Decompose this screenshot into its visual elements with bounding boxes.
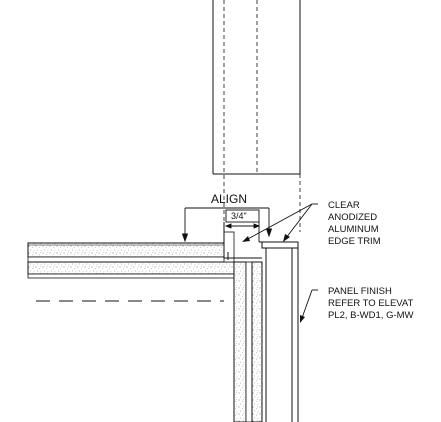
align-label: ALIGN — [211, 192, 247, 206]
panel-finish-leader — [300, 289, 318, 323]
align-dimension — [181, 207, 273, 243]
upper-column — [212, 0, 301, 232]
panel-finish-line-3: PL2, B-WD1, G-MW — [328, 310, 414, 321]
edge-trim — [223, 222, 299, 422]
edge-trim-line-3: ALUMINUM — [328, 224, 379, 235]
horizontal-panel — [27, 242, 235, 302]
dimension-label: 3/4" — [231, 211, 247, 221]
edge-trim-note: CLEAR ANODIZED ALUMINUM EDGE TRIM — [328, 200, 381, 247]
edge-trim-line-2: ANODIZED — [328, 212, 377, 223]
edge-trim-leaders — [242, 203, 318, 242]
panel-finish-line-2: REFER TO ELEVAT — [328, 298, 414, 309]
panel-finish-note: PANEL FINISH REFER TO ELEVAT PL2, B-WD1,… — [328, 286, 414, 321]
three-quarter-dimension — [224, 209, 261, 242]
vertical-panel — [223, 231, 263, 422]
edge-trim-line-1: CLEAR — [328, 200, 360, 211]
panel-finish-line-1: PANEL FINISH — [328, 286, 392, 297]
edge-trim-line-4: EDGE TRIM — [328, 236, 381, 247]
